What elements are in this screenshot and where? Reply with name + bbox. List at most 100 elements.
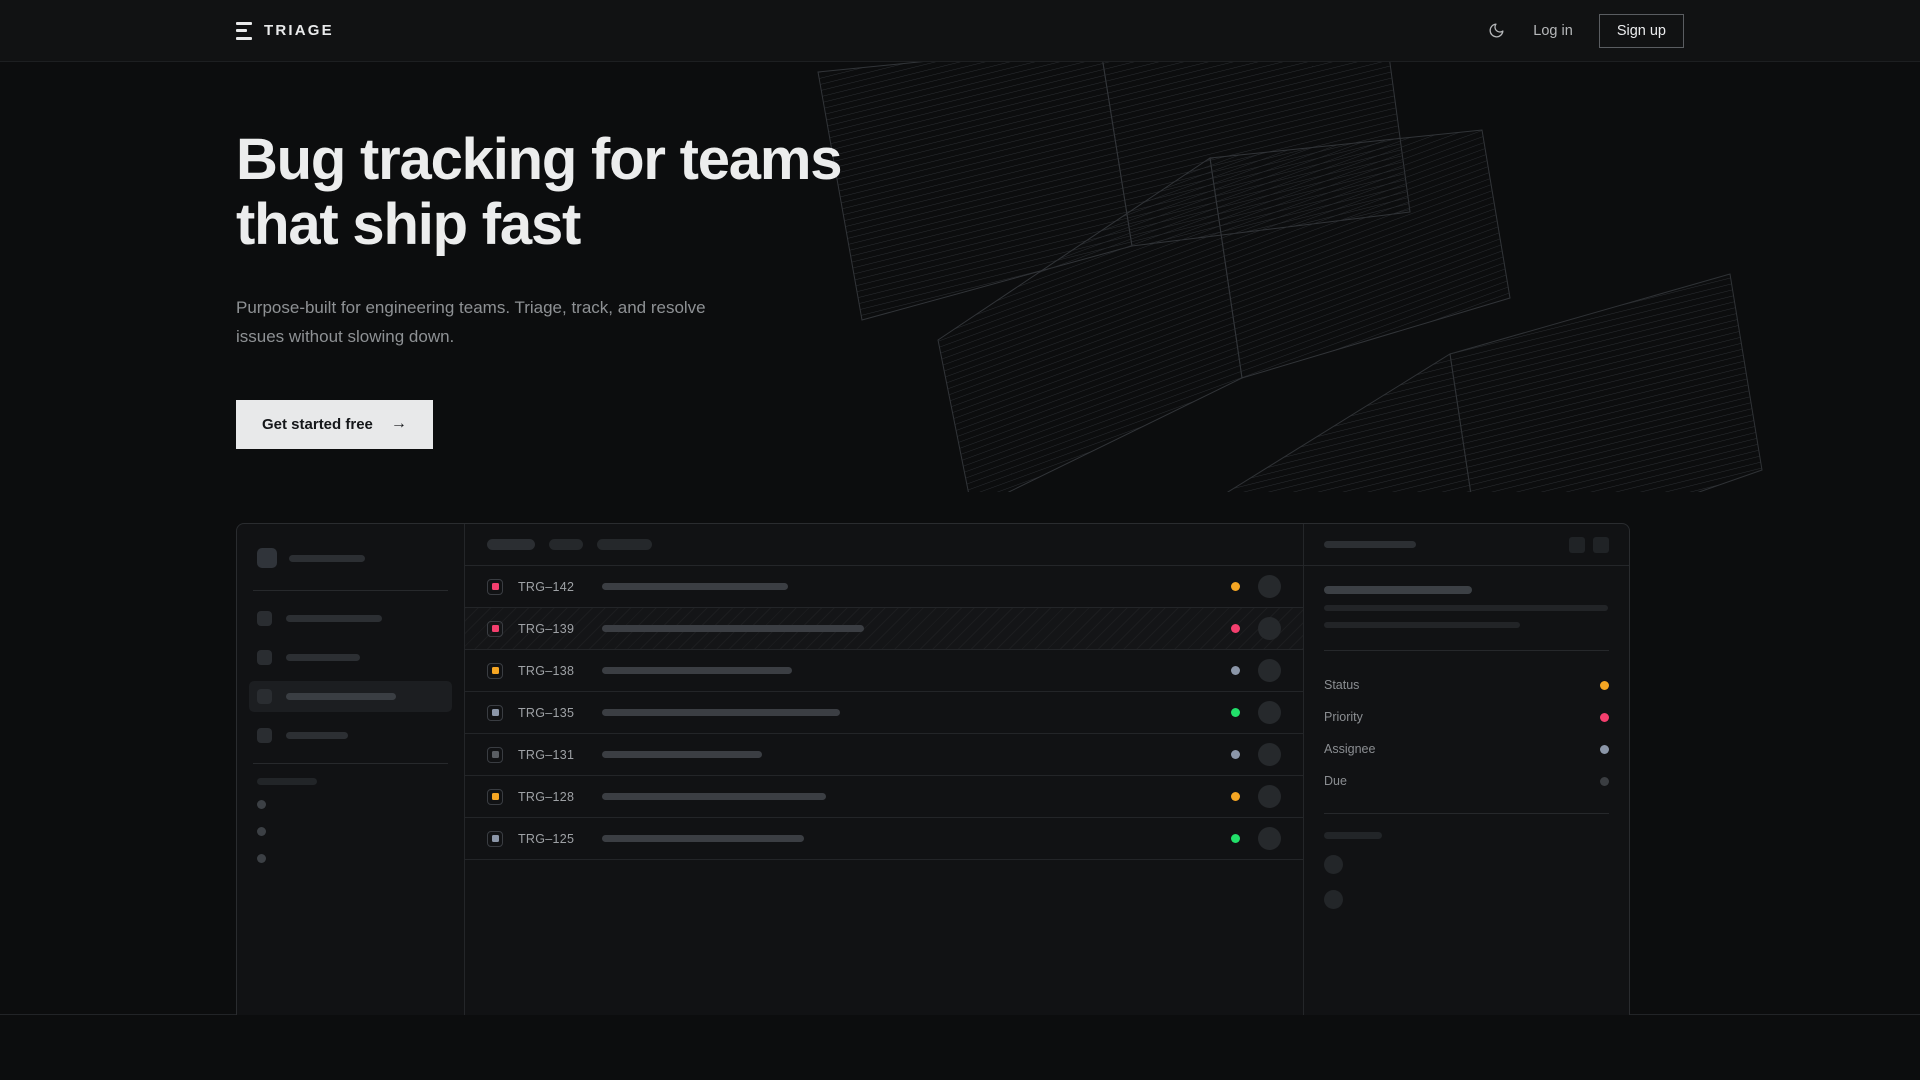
detail-field-value-dot	[1600, 712, 1609, 722]
moon-icon[interactable]	[1485, 20, 1507, 42]
table-row[interactable]: TRG–128	[465, 776, 1303, 818]
avatar	[1258, 701, 1281, 724]
avatar	[1258, 785, 1281, 808]
sidebar-divider-top	[253, 590, 448, 591]
detail-description-line-2	[1324, 622, 1520, 628]
detail-field-assignee[interactable]: Assignee	[1324, 733, 1609, 765]
issue-title-skeleton	[602, 709, 840, 716]
nav-actions: Log in Sign up	[1485, 13, 1684, 48]
sidebar-nav-list	[249, 603, 452, 751]
top-navigation-bar: TRIAGE Log in Sign up	[0, 0, 1920, 62]
detail-divider-1	[1324, 650, 1609, 651]
table-row[interactable]: TRG–142	[465, 566, 1303, 608]
get-started-button[interactable]: Get started free →	[236, 399, 433, 449]
issue-id: TRG–128	[518, 789, 575, 804]
status-badge	[1231, 666, 1240, 675]
project-dot-icon	[257, 827, 266, 836]
table-row[interactable]: TRG–139	[465, 608, 1303, 650]
sidebar-item-label	[286, 615, 382, 622]
detail-field-label: Assignee	[1324, 742, 1376, 756]
sidebar-item-label	[286, 693, 396, 700]
issue-id: TRG–131	[518, 747, 575, 762]
activity-section-label	[1324, 832, 1382, 839]
status-badge	[1231, 708, 1240, 717]
detail-header-actions	[1569, 536, 1609, 553]
detail-field-due[interactable]: Due	[1324, 765, 1609, 797]
workspace-icon	[257, 548, 277, 568]
detail-panel-header	[1304, 524, 1629, 566]
priority-indicator-icon	[487, 830, 503, 847]
sidebar-item-label	[286, 654, 360, 661]
sidebar-item-3[interactable]	[249, 681, 452, 712]
avatar	[1324, 855, 1343, 874]
status-badge	[1231, 792, 1240, 801]
issue-title-skeleton	[602, 751, 762, 758]
sidebar-project-3[interactable]	[249, 845, 452, 872]
sidebar-project-2[interactable]	[249, 818, 452, 845]
table-row[interactable]: TRG–135	[465, 692, 1303, 734]
sidebar-item-4[interactable]	[249, 720, 452, 751]
workspace-label-skeleton	[289, 554, 365, 562]
filter-chip-2[interactable]	[549, 539, 583, 550]
table-row[interactable]: TRG–131	[465, 734, 1303, 776]
priority-indicator-icon	[487, 704, 503, 721]
status-badge	[1231, 582, 1240, 591]
project-dot-icon	[257, 854, 266, 863]
sidebar-item-icon	[257, 650, 272, 665]
app-sidebar	[237, 524, 465, 1015]
status-badge	[1231, 624, 1240, 633]
sidebar-item-1[interactable]	[249, 603, 452, 634]
avatar	[1258, 575, 1281, 598]
issue-id: TRG–125	[518, 831, 575, 846]
arrow-right-icon: →	[390, 415, 407, 433]
issue-id: TRG–139	[518, 621, 575, 636]
activity-row-2	[1324, 890, 1609, 909]
brand-logo[interactable]: TRIAGE	[236, 21, 334, 40]
detail-action-button-2[interactable]	[1593, 536, 1609, 553]
priority-indicator-icon	[487, 746, 503, 763]
detail-breadcrumb-skeleton	[1324, 541, 1416, 548]
detail-field-value-dot	[1600, 680, 1609, 690]
table-row[interactable]: TRG–125	[465, 818, 1303, 860]
detail-divider-2	[1324, 813, 1609, 814]
sidebar-item-icon	[257, 689, 272, 704]
detail-field-label: Priority	[1324, 710, 1363, 724]
page-title: Bug tracking for teams that ship fast	[236, 127, 956, 258]
filter-chip-1[interactable]	[487, 539, 535, 550]
avatar	[1324, 890, 1343, 909]
headline-line-1: Bug tracking for teams	[236, 127, 842, 192]
login-link[interactable]: Log in	[1533, 22, 1573, 39]
detail-field-value-dot	[1600, 776, 1609, 786]
detail-action-button-1[interactable]	[1569, 536, 1585, 553]
avatar	[1258, 827, 1281, 850]
status-badge	[1231, 750, 1240, 759]
avatar	[1258, 617, 1281, 640]
detail-field-label: Status	[1324, 678, 1360, 692]
filter-chip-3[interactable]	[597, 539, 652, 550]
workspace-switcher[interactable]	[249, 538, 452, 578]
issue-title-skeleton	[602, 793, 826, 800]
sidebar-item-icon	[257, 728, 272, 743]
priority-indicator-icon	[487, 620, 503, 637]
detail-field-priority[interactable]: Priority	[1324, 701, 1609, 733]
issue-list-toolbar	[465, 524, 1303, 566]
activity-row-1	[1324, 855, 1609, 874]
priority-indicator-icon	[487, 788, 503, 805]
signup-button[interactable]: Sign up	[1598, 13, 1684, 48]
sidebar-project-1[interactable]	[249, 791, 452, 818]
nav-inner: TRIAGE Log in Sign up	[0, 13, 1920, 48]
stacked-bars-logo-icon	[236, 21, 252, 40]
avatar	[1258, 659, 1281, 682]
avatar	[1258, 743, 1281, 766]
detail-field-status[interactable]: Status	[1324, 669, 1609, 701]
detail-title-skeleton	[1324, 586, 1472, 594]
table-row[interactable]: TRG–138	[465, 650, 1303, 692]
status-badge	[1231, 834, 1240, 843]
hero-subheading: Purpose-built for engineering teams. Tri…	[236, 297, 706, 346]
sidebar-item-2[interactable]	[249, 642, 452, 673]
